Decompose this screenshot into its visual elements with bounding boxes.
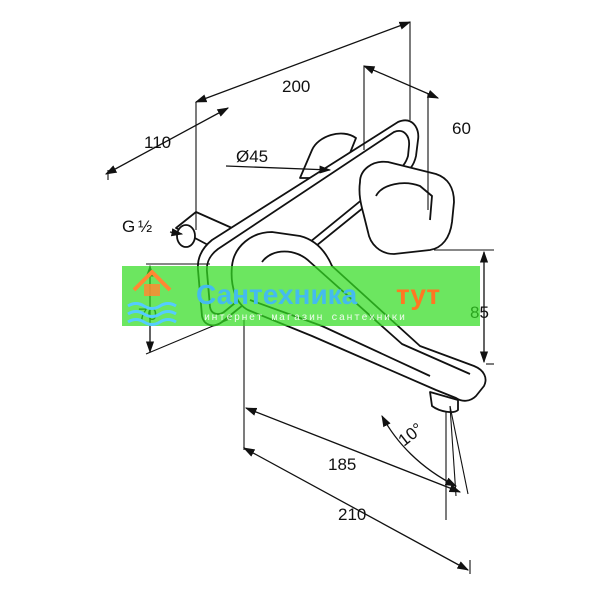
lever-handle [358, 160, 455, 255]
dim-label-185: 185 [328, 455, 356, 474]
watermark-title: Сантехника [196, 279, 358, 310]
dim-label-thread-g: G [122, 217, 135, 236]
dim-label-110: 110 [144, 133, 171, 152]
dim-label-200: 200 [282, 77, 310, 96]
dim-label-60: 60 [452, 119, 471, 138]
watermark-title-accent: тут [396, 279, 440, 310]
lever-face [375, 182, 433, 221]
spout-top-edge [261, 250, 471, 375]
watermark-band [122, 266, 480, 326]
dimension-angle: 10° [381, 405, 469, 497]
dimension-diameter-45: Ø45 [225, 147, 332, 174]
dimension-210: 210 [242, 447, 471, 574]
dim-label-210: 210 [338, 505, 366, 524]
watermark-banner: Сантехника тут интернет магазин сантехни… [122, 266, 480, 326]
dim-label-thread-frac: ½ [138, 217, 152, 236]
house-logo-icon [127, 270, 177, 326]
dim-label-angle: 10° [395, 419, 427, 450]
dimension-110: 110 [104, 107, 230, 180]
dimension-thread: G ½ [122, 217, 184, 237]
watermark-subtitle: интернет магазин сантехники [204, 313, 407, 324]
dim-label-d45: Ø45 [236, 147, 268, 166]
thread-end [176, 224, 196, 248]
dimension-60: 60 [362, 65, 471, 210]
